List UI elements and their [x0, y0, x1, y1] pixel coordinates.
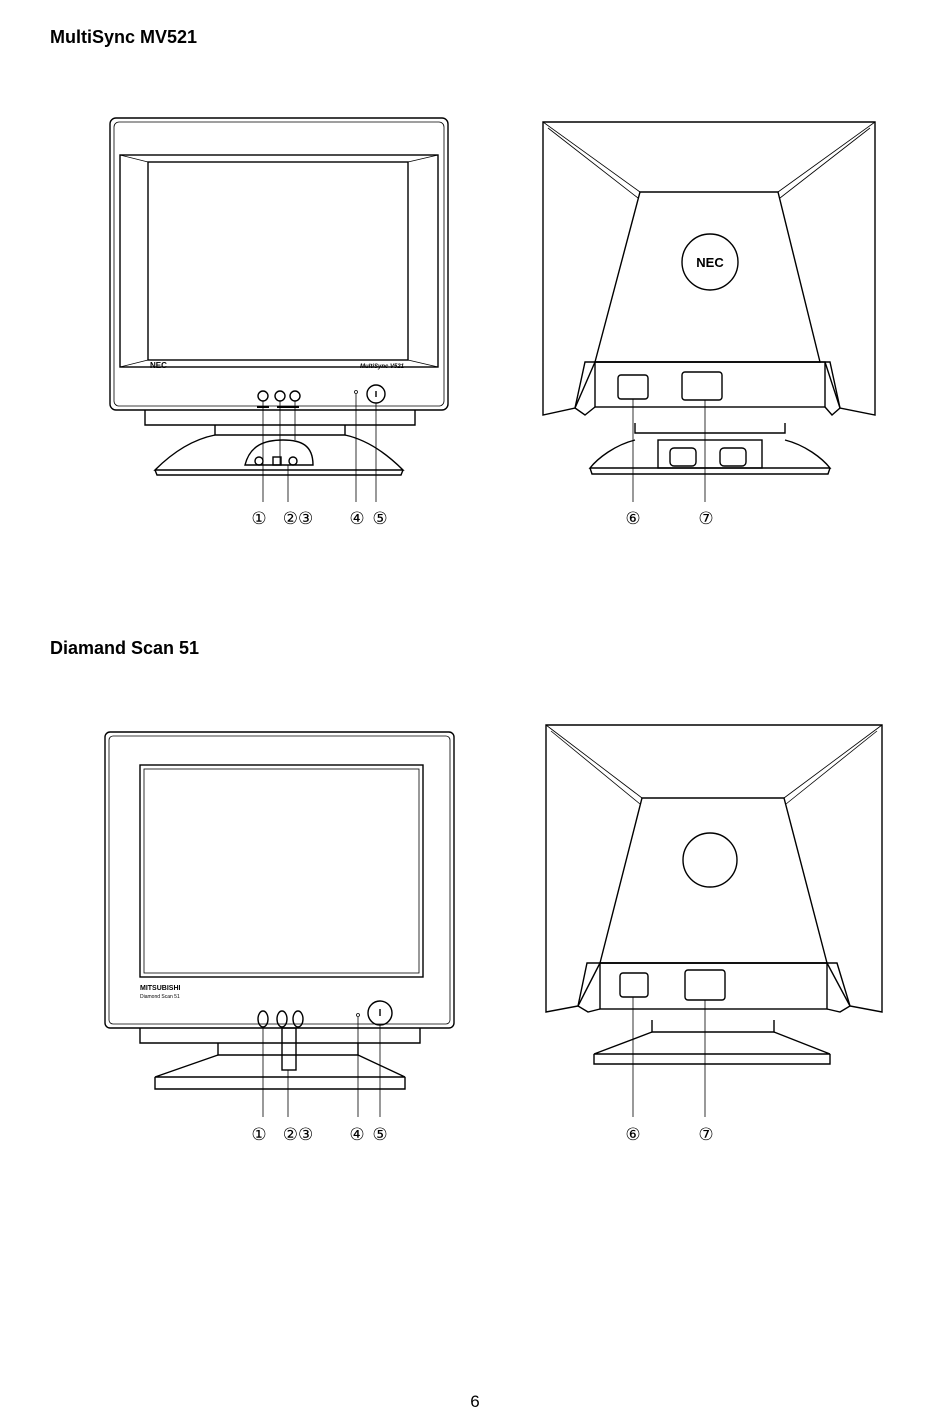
svg-text:NEC: NEC — [696, 255, 724, 270]
button-1-icon — [257, 390, 269, 402]
diamand-scan-front-illustration: MITSUBISHI Diamond Scan 51 — [104, 731, 455, 1117]
callout-4: ④ — [349, 509, 365, 529]
button-3-icon — [292, 1010, 304, 1028]
rear-port-6-icon — [619, 972, 649, 998]
diamand-scan-rear-illustration — [545, 724, 883, 1117]
power-led-icon — [356, 1013, 360, 1017]
rear-port-7-icon — [681, 371, 723, 401]
callout-6: ⑥ — [625, 509, 641, 529]
callout-1: ① — [251, 509, 267, 529]
button-2-icon — [276, 1010, 288, 1028]
section-title-multisync: MultiSync MV521 — [50, 27, 198, 47]
callout-1: ① — [251, 1125, 267, 1145]
callout-7: ⑦ — [698, 509, 714, 529]
power-led-icon — [354, 390, 358, 394]
button-1-icon — [257, 1010, 269, 1028]
rear-port-6-icon — [617, 374, 649, 400]
front-model-label: Diamond Scan 51 — [140, 994, 180, 1000]
nec-rear-logo — [681, 233, 739, 291]
callout-2-3: ②③ — [282, 509, 314, 529]
page-number: 6 — [470, 1392, 480, 1411]
multisync-front-illustration: NEC MultiSync V521 — [109, 117, 449, 502]
rear-port-7-icon — [684, 969, 726, 1001]
callout-5: ⑤ — [372, 1125, 388, 1145]
callout-6: ⑥ — [625, 1125, 641, 1145]
callout-5: ⑤ — [372, 509, 388, 529]
button-2-icon — [274, 390, 286, 402]
rear-logo-circle-icon — [682, 832, 738, 888]
front-brand-logo: NEC — [150, 361, 167, 370]
multisync-rear-illustration: NEC — [542, 121, 876, 502]
callout-2-3: ②③ — [282, 1125, 314, 1145]
front-brand-logo: MITSUBISHI — [140, 985, 181, 992]
callout-7: ⑦ — [698, 1125, 714, 1145]
button-3-icon — [289, 390, 301, 402]
callout-4: ④ — [349, 1125, 365, 1145]
front-model-label: MultiSync V521 — [360, 364, 405, 370]
section-title-diamand-scan: Diamand Scan 51 — [50, 638, 200, 658]
